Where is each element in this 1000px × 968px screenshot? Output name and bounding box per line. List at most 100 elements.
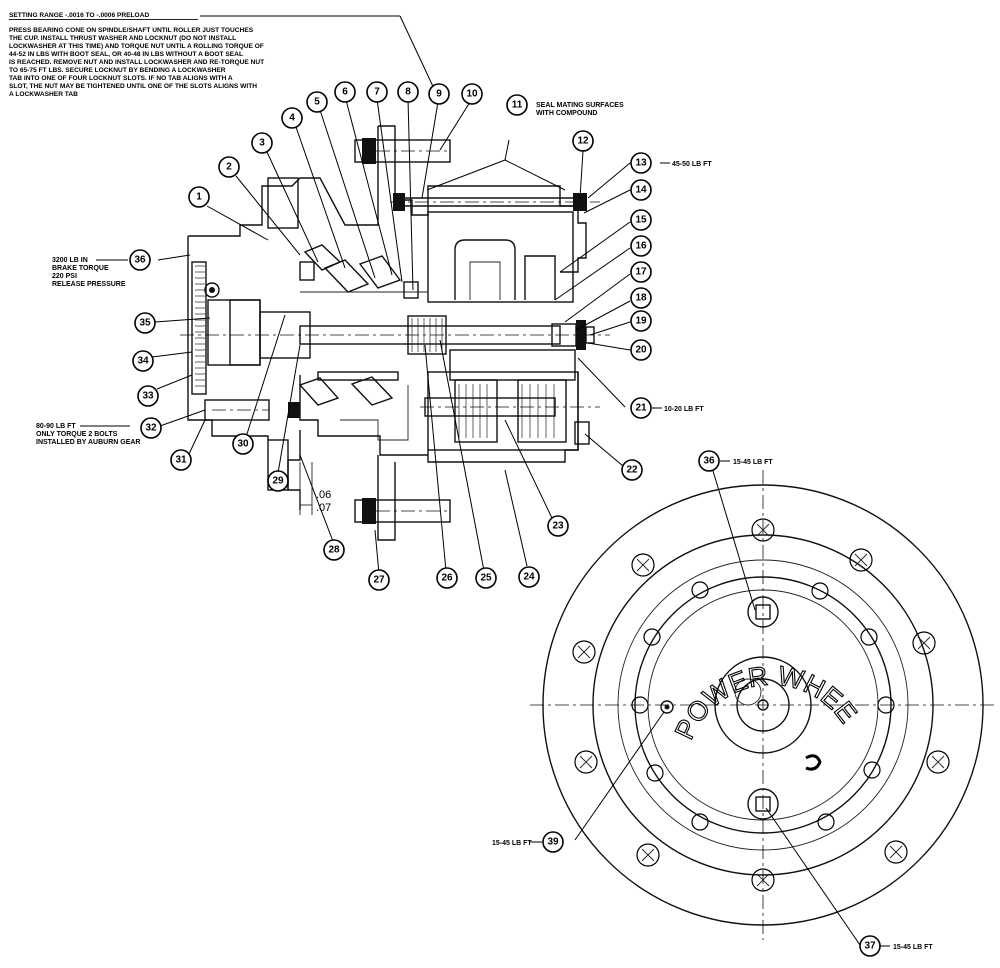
callout-16: 16 (630, 235, 652, 257)
svg-text:6: 6 (342, 87, 348, 98)
note-line: SLOT, THE NUT MAY BE TIGHTENED UNTIL ONE… (9, 83, 257, 90)
torque-spec-21: 10-20 LB FT (664, 406, 704, 413)
svg-text:10: 10 (466, 89, 478, 100)
svg-text:4: 4 (289, 113, 295, 124)
svg-text:9: 9 (436, 89, 442, 100)
seal-note: SEAL MATING SURFACES WITH COMPOUND (536, 102, 624, 117)
torque-spec-39: 15-45 LB FT (492, 840, 532, 847)
svg-text:21: 21 (635, 403, 647, 414)
spline-teeth (411, 318, 443, 352)
callout-27: 27 (368, 569, 390, 591)
torque-spec-37: 15-45 LB FT (893, 944, 933, 951)
dimension-lower: .07 (316, 502, 331, 514)
brake-disc-stack (195, 265, 205, 387)
callout-20: 20 (630, 339, 652, 361)
note-line: 44-52 IN LBS WITH BOOT SEAL, OR 40-48 IN… (9, 51, 243, 58)
svg-text:11: 11 (512, 100, 523, 111)
svg-text:25: 25 (480, 573, 492, 584)
callout-14: 14 (630, 179, 652, 201)
bolt-note-line: 80-90 LB FT (36, 423, 76, 430)
callout-24: 24 (518, 566, 540, 588)
callout-2: 2 (218, 156, 240, 178)
callout-35: 35 (134, 312, 156, 334)
callout-36-section: 36 (129, 249, 151, 271)
callout-32: 32 (140, 417, 162, 439)
callout-12: 12 (572, 130, 594, 152)
callout-19: 19 (630, 310, 652, 332)
svg-text:34: 34 (137, 356, 149, 367)
note-line: LOCKWASHER AT THIS TIME) AND TORQUE NUT … (9, 43, 264, 50)
section-view: .06 .07 (180, 125, 610, 541)
callout-8: 8 (397, 81, 419, 103)
brake-note: 3200 LB IN BRAKE TORQUE 220 PSI RELEASE … (52, 257, 128, 288)
assembly-note: SETTING RANGE -.0016 TO -.0006 PRELOAD P… (9, 12, 438, 98)
svg-text:33: 33 (142, 391, 154, 402)
svg-text:24: 24 (523, 572, 535, 583)
bolt-note-line: ONLY TORQUE 2 BOLTS (36, 431, 118, 438)
callout-31: 31 (170, 449, 192, 471)
dimension-upper: .06 (316, 489, 331, 501)
note-line: PRESS BEARING CONE ON SPINDLE/SHAFT UNTI… (9, 27, 254, 34)
brake-note-line: 3200 LB IN (52, 257, 88, 264)
svg-text:36: 36 (703, 456, 715, 467)
callout-21: 21 (630, 397, 652, 419)
planet-gear-hatch (458, 384, 555, 438)
inner-bolt-holes (631, 581, 895, 831)
svg-text:14: 14 (635, 185, 647, 196)
svg-text:15: 15 (635, 215, 647, 226)
svg-text:37: 37 (864, 941, 876, 952)
upper-bearings (299, 244, 428, 299)
callout-1: 1 (188, 186, 210, 208)
callout-13: 13 (630, 152, 652, 174)
brake-note-line: BRAKE TORQUE (52, 265, 109, 272)
svg-text:17: 17 (635, 267, 647, 278)
callout-18: 18 (630, 287, 652, 309)
svg-text:30: 30 (237, 439, 249, 450)
svg-text:13: 13 (635, 158, 647, 169)
svg-text:31: 31 (175, 455, 187, 466)
svg-text:22: 22 (626, 465, 638, 476)
svg-text:32: 32 (145, 423, 157, 434)
callout-17: 17 (630, 261, 652, 283)
svg-text:18: 18 (635, 293, 647, 304)
callout-23: 23 (547, 515, 569, 537)
callout-4: 4 (281, 107, 303, 129)
bolt-note-line: INSTALLED BY AUBURN GEAR (36, 439, 140, 446)
note-line: TAB INTO ONE OF FOUR LOCKNUT SLOTS. IF N… (9, 75, 233, 82)
callout-6: 6 (334, 81, 356, 103)
note-heading: SETTING RANGE -.0016 TO -.0006 PRELOAD (9, 12, 149, 19)
svg-text:8: 8 (405, 87, 411, 98)
svg-text:23: 23 (552, 521, 564, 532)
callout-11: 11 (506, 94, 528, 116)
seal-note-line: SEAL MATING SURFACES (536, 102, 624, 109)
callout-39: 39 (542, 831, 564, 853)
outer-bolt-holes (572, 518, 950, 892)
svg-text:36: 36 (134, 255, 146, 266)
brake-note-line: 220 PSI (52, 273, 77, 280)
callout-25: 25 (475, 567, 497, 589)
svg-text:5: 5 (314, 97, 320, 108)
note-line: IS REACHED. REMOVE NUT AND INSTALL LOCKW… (9, 59, 264, 66)
torque-spec-13: 45-50 LB FT (672, 161, 712, 168)
note-line: TO 65-75 FT LBS. SECURE LOCKNUT BY BENDI… (9, 67, 226, 74)
callout-3: 3 (251, 132, 273, 154)
svg-text:35: 35 (139, 318, 151, 329)
svg-text:7: 7 (374, 87, 380, 98)
svg-text:1: 1 (196, 192, 202, 203)
callout-leaders (151, 98, 631, 575)
callout-26: 26 (436, 567, 458, 589)
callout-30: 30 (232, 433, 254, 455)
note-line: THE CUP. INSTALL THRUST WASHER AND LOCKN… (9, 35, 236, 42)
svg-text:12: 12 (577, 136, 589, 147)
brake-note-line: RELEASE PRESSURE (52, 281, 126, 288)
svg-text:29: 29 (272, 476, 284, 487)
callout-10: 10 (461, 83, 483, 105)
callout-34: 34 (132, 350, 154, 372)
svg-text:27: 27 (373, 575, 385, 586)
callout-33: 33 (137, 385, 159, 407)
callout-7: 7 (366, 81, 388, 103)
callout-15: 15 (630, 209, 652, 231)
svg-text:28: 28 (328, 545, 340, 556)
svg-text:39: 39 (547, 837, 559, 848)
torque-spec-36: 15-45 LB FT (733, 459, 773, 466)
